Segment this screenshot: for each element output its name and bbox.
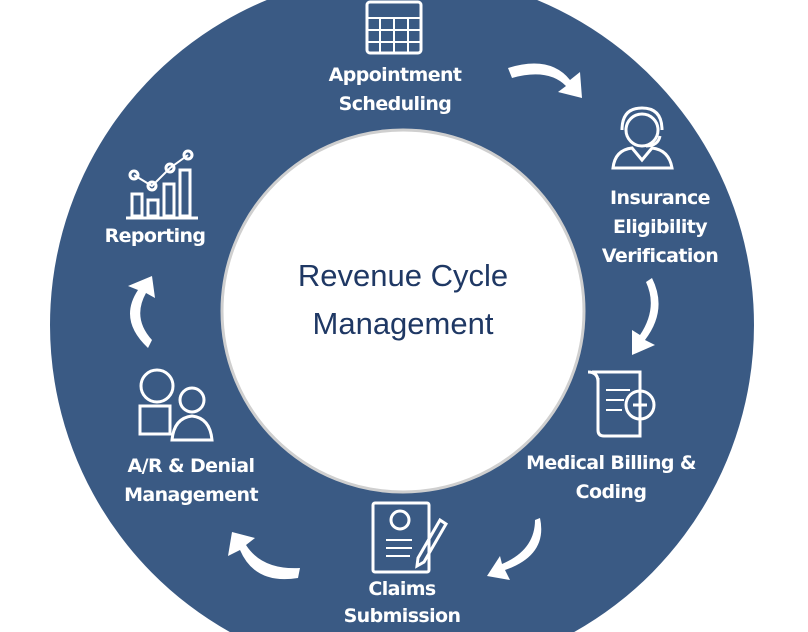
step-label: Insurance xyxy=(610,187,711,209)
step-label: Eligibility xyxy=(612,216,708,238)
step-label: Management xyxy=(124,484,258,506)
arrow-icon xyxy=(632,278,659,355)
step-appointment-scheduling: Appointment Scheduling xyxy=(329,61,462,119)
bar-chart-icon xyxy=(126,149,198,220)
arrow-icon xyxy=(228,532,300,580)
arrow-icon xyxy=(508,63,582,98)
step-label: Reporting xyxy=(104,225,206,247)
step-claims-submission: Claims Submission xyxy=(344,576,461,630)
headset-agent-icon xyxy=(611,106,674,170)
claim-form-pen-icon xyxy=(371,501,449,574)
inner-circle xyxy=(220,128,586,494)
step-label: Verification xyxy=(601,245,719,267)
step-label: Coding xyxy=(575,481,647,503)
arrow-icon xyxy=(128,276,155,348)
step-label: Claims xyxy=(368,578,436,600)
diagram-title: Revenue Cycle Management xyxy=(298,252,508,348)
step-ar-denial: A/R & Denial Management xyxy=(124,452,258,510)
arrows xyxy=(128,63,659,580)
step-label: Submission xyxy=(343,605,461,627)
arrow-icon xyxy=(487,518,542,580)
step-reporting: Reporting xyxy=(105,222,206,251)
step-medical-billing: Medical Billing & Coding xyxy=(526,449,696,507)
step-insurance-eligibility: Insurance Eligibility Verification xyxy=(601,184,719,271)
title-line-1: Revenue Cycle xyxy=(297,258,509,293)
support-agent-icon xyxy=(138,368,214,442)
medical-document-icon xyxy=(587,370,656,438)
title-line-2: Management xyxy=(312,306,494,341)
calendar-icon xyxy=(365,0,423,55)
step-label: Scheduling xyxy=(338,93,452,115)
step-label: Appointment xyxy=(328,64,462,86)
step-label: Medical Billing & xyxy=(526,452,696,474)
step-label: A/R & Denial xyxy=(127,455,256,477)
